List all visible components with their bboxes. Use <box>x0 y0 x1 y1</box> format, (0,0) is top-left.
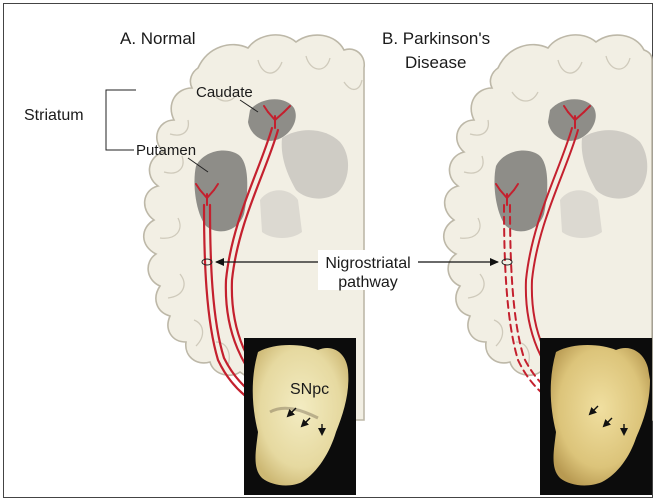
panel-title-parkinsons-line1: B. Parkinson's <box>382 29 490 48</box>
panel-title-parkinsons-line2: Disease <box>405 53 466 72</box>
pathway-label-line2: pathway <box>338 274 398 291</box>
thalamus-normal <box>260 190 302 238</box>
photo-snpc-normal: SNpc <box>244 338 356 495</box>
thalamus-parkinsons <box>560 190 602 238</box>
snpc-label: SNpc <box>290 381 329 398</box>
photo-snpc-parkinsons <box>540 338 652 495</box>
pathway-label-line1: Nigrostriatal <box>325 255 410 272</box>
caudate-label: Caudate <box>196 84 253 101</box>
panel-title-normal: A. Normal <box>120 29 196 48</box>
striatum-label: Striatum <box>24 107 84 124</box>
putamen-label: Putamen <box>136 142 196 159</box>
